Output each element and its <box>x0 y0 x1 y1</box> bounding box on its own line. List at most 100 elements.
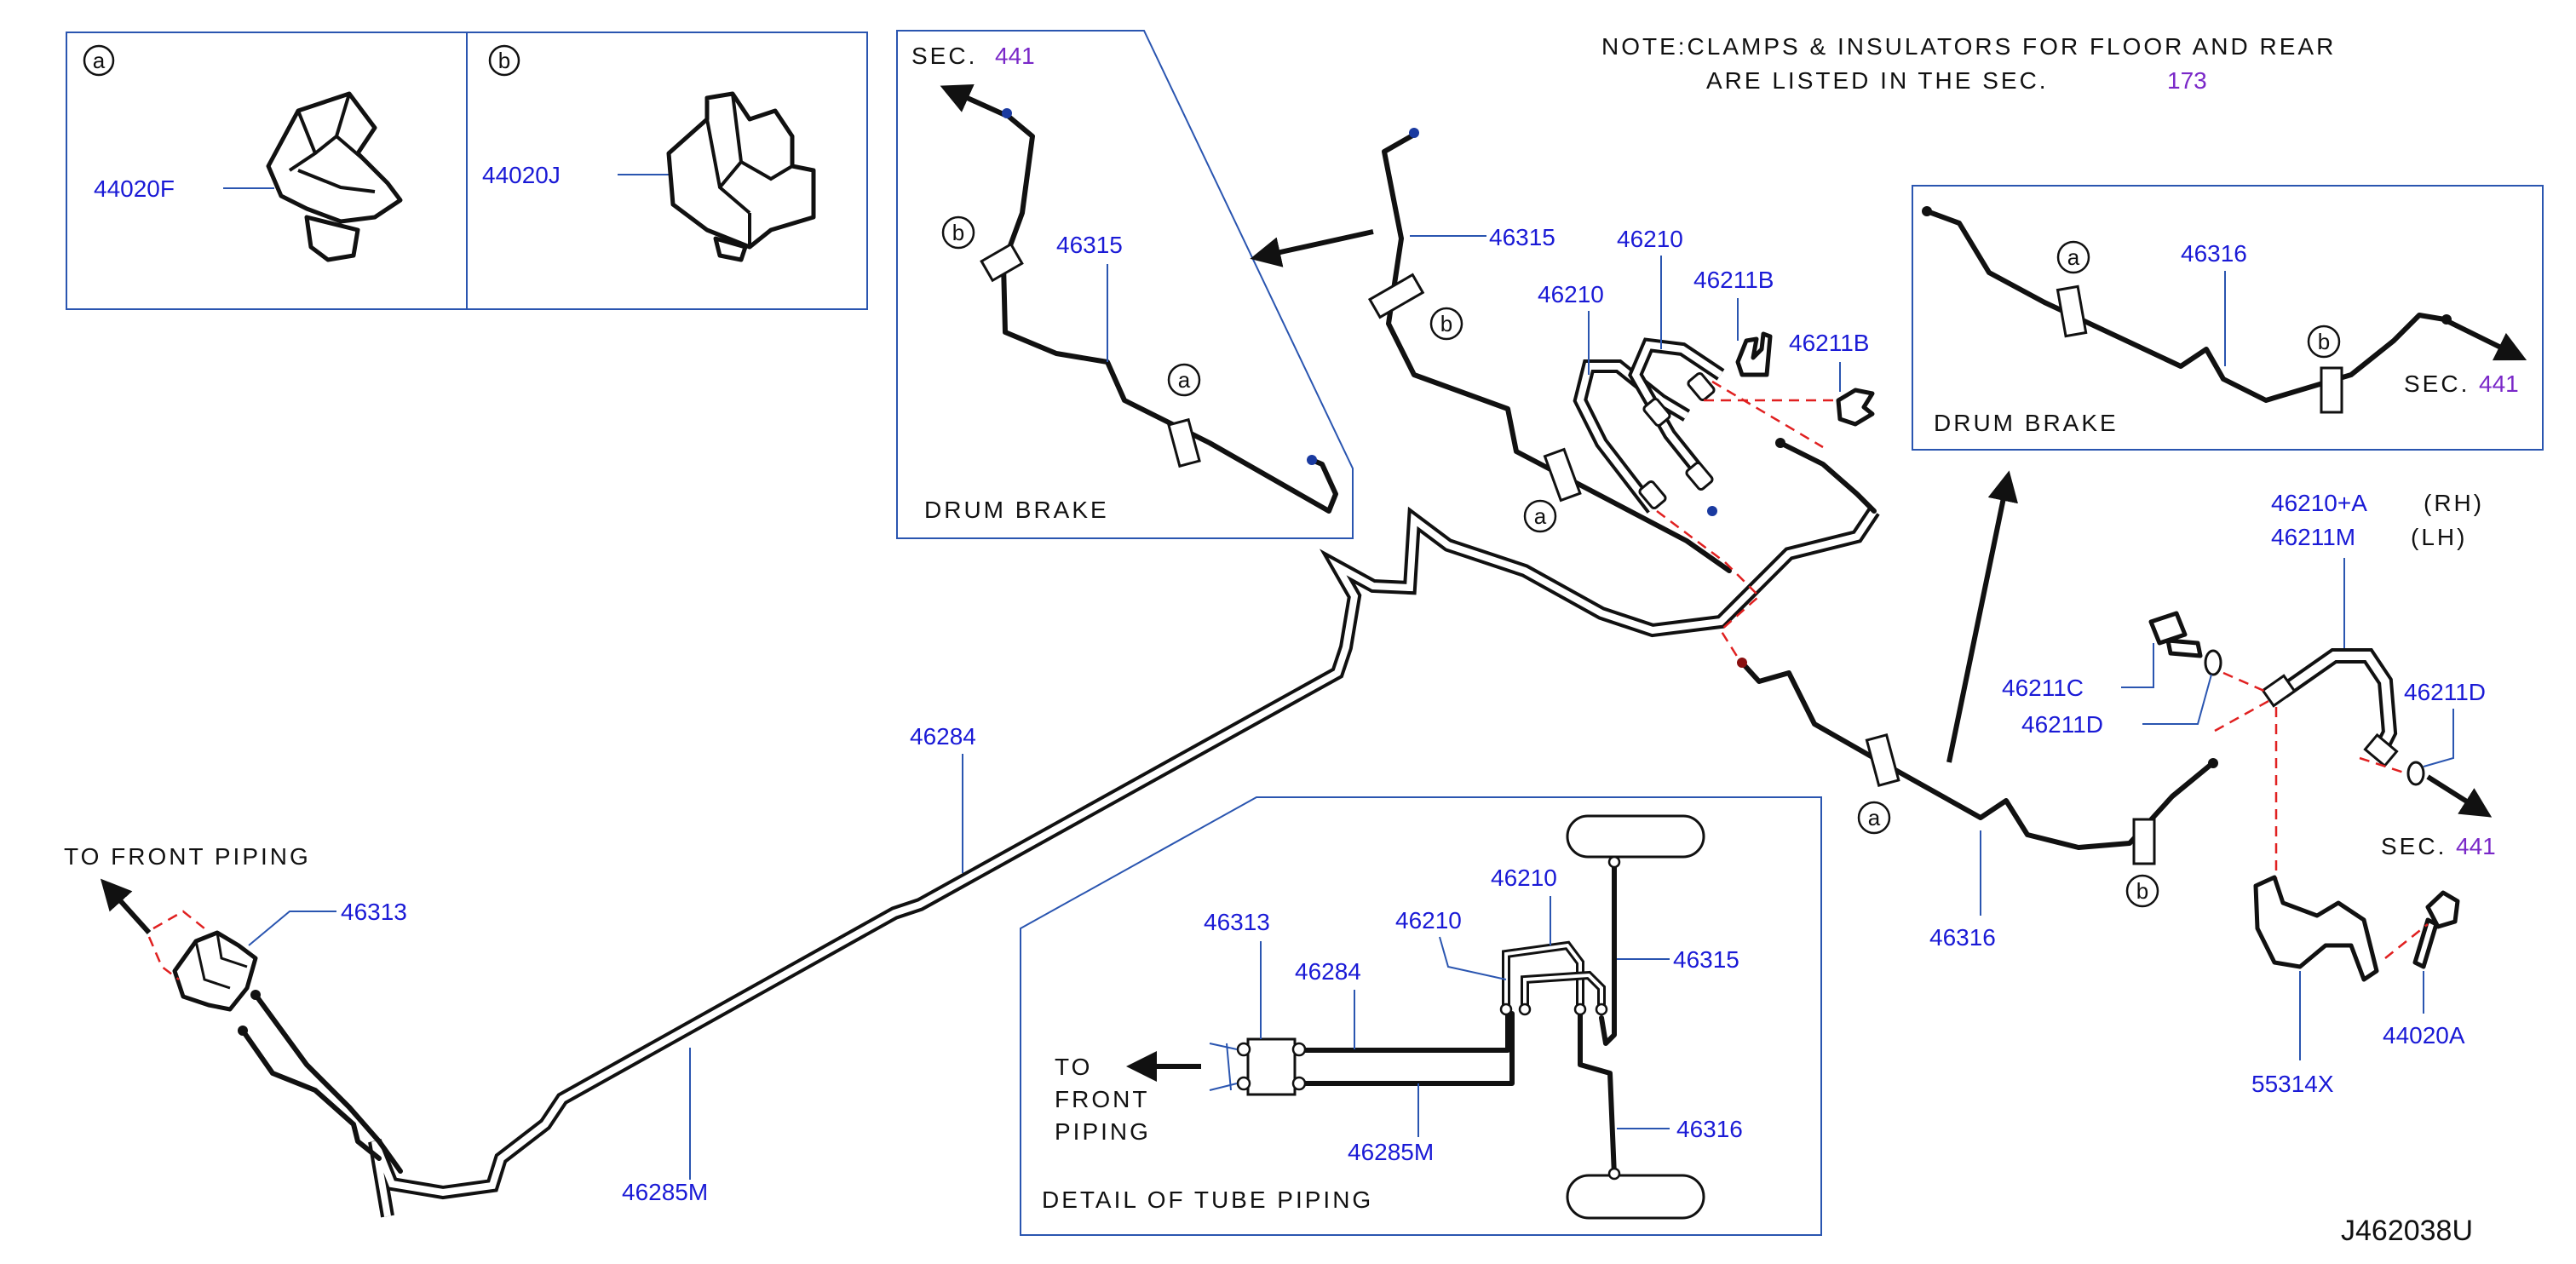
part-46211C: 46211C <box>2002 675 2084 701</box>
part-46211D-left: 46211D <box>2021 711 2103 738</box>
bolt-46211C <box>2148 611 2188 646</box>
center-part-46210-b: 46210 <box>1617 226 1683 252</box>
wheel-drum-bottom <box>1566 1174 1705 1220</box>
detail-part-46284: 46284 <box>1295 958 1361 985</box>
hose-fitting <box>1685 461 1714 491</box>
right-drum-box-frame <box>1912 185 2544 451</box>
part-46313: 46313 <box>341 899 407 925</box>
washer-46211D-right <box>2406 761 2425 786</box>
red-dashed-line <box>2222 671 2267 693</box>
fitting-dot <box>1518 1003 1532 1016</box>
clip-b-on-tube <box>2320 366 2343 414</box>
clip-a-marker: a <box>93 48 106 73</box>
detail-part-46315: 46315 <box>1673 946 1739 973</box>
part-46211D-right: 46211D <box>2404 679 2486 705</box>
hose-fitting <box>1638 480 1667 510</box>
detail-part-46313: 46313 <box>1204 909 1270 935</box>
part-44020J-label: 44020J <box>482 162 561 188</box>
left-drum-tube <box>1001 112 1338 514</box>
fitting-dot <box>1595 1003 1608 1016</box>
tube-b <box>240 1028 382 1161</box>
leader <box>1439 936 1507 980</box>
wheel-drum-top <box>1566 814 1705 859</box>
left-drum-part-46315: 46315 <box>1056 232 1123 258</box>
left-drum-sec-number: 441 <box>995 43 1035 69</box>
connector-46313 <box>172 930 258 1012</box>
fitting-dot <box>1499 1003 1513 1016</box>
red-dashed-line <box>2384 923 2429 959</box>
fitting-dot <box>1291 1042 1307 1057</box>
detail-part-46210-b: 46210 <box>1491 865 1557 891</box>
hose-fitting <box>1642 397 1671 428</box>
tube-end-dot <box>1737 658 1747 668</box>
tube-end-dot <box>1707 506 1717 516</box>
center-part-46211B-a: 46211B <box>1693 267 1774 293</box>
detail-connector-lines <box>1209 1043 1238 1091</box>
part-46285M: 46285M <box>622 1179 708 1205</box>
leader <box>2423 709 2454 767</box>
pointer-arrow-right-box <box>1946 470 2018 763</box>
leader <box>248 911 336 946</box>
front-connector-section: TO FRONT PIPING 46313 46284 46285M <box>64 723 976 1205</box>
fitting-dot <box>1607 1167 1621 1181</box>
marker-circle-a <box>1523 499 1557 533</box>
right-drum-caption: DRUM BRAKE <box>1934 410 2119 436</box>
clip-b-marker: b <box>498 48 510 73</box>
part-46284: 46284 <box>910 723 976 750</box>
sec-441-arrow <box>2426 774 2493 818</box>
clip-a-on-tube <box>2056 284 2088 338</box>
clip-46211B-a <box>1735 331 1773 377</box>
detail-part-46316: 46316 <box>1676 1116 1743 1142</box>
hose-fitting <box>2261 674 2297 708</box>
label-rh: (RH) <box>2424 490 2484 516</box>
left-drum-marker-a: a <box>1178 367 1191 393</box>
note-block: NOTE:CLAMPS & INSULATORS FOR FLOOR AND R… <box>1601 33 2333 94</box>
tube-46315 <box>1382 132 1732 573</box>
right-drum-marker-b: b <box>2318 329 2330 354</box>
clip-callout-box: a b 44020F 44020J <box>66 32 868 310</box>
marker-circle-a <box>1167 363 1201 397</box>
fitting-dot <box>1291 1076 1307 1091</box>
pointer-arrow-left-box <box>1250 229 1374 267</box>
clip-a-on-tube <box>1167 417 1201 468</box>
right-drum-sec-arrow <box>2447 319 2527 361</box>
detail-caption: DETAIL OF TUBE PIPING <box>1042 1186 1373 1213</box>
tube-end-dot <box>1409 128 1419 138</box>
fitting-dot <box>1607 855 1621 869</box>
detail-piping-label: PIPING <box>1055 1118 1151 1145</box>
detail-part-46210-a: 46210 <box>1395 907 1462 934</box>
rear-marker-b: b <box>2136 878 2148 904</box>
tube-end-dot <box>238 1026 248 1036</box>
red-dashed-line <box>152 910 205 930</box>
hose-fitting <box>2363 733 2399 768</box>
bolt-44020A-shank <box>2412 917 2439 969</box>
rear-marker-a: a <box>1868 805 1881 830</box>
note-line-2: ARE LISTED IN THE SEC. <box>1706 67 2049 94</box>
tube-junction <box>1778 440 1877 514</box>
rear-tube-46316: a b 46316 <box>1737 658 2218 951</box>
tube-end-dot <box>2208 758 2218 768</box>
part-44020F-label: 44020F <box>94 175 175 202</box>
tube-end-dot <box>250 990 261 1000</box>
clip-a-on-tube <box>1865 733 1900 787</box>
fitting-dot <box>1236 1076 1251 1091</box>
left-drum-caption: DRUM BRAKE <box>924 497 1109 523</box>
to-front-arrow <box>100 878 152 935</box>
part-44020A: 44020A <box>2383 1022 2465 1049</box>
marker-circle-a <box>1857 801 1891 835</box>
marker-circle-a <box>83 44 115 77</box>
note-sec-number: 173 <box>2167 67 2207 94</box>
leader <box>2121 643 2154 688</box>
tube-a <box>253 992 403 1174</box>
detail-connector-46313 <box>1246 1037 1297 1096</box>
red-dashed-line <box>1711 380 1824 449</box>
tube-end-dot <box>1922 206 1932 216</box>
leader <box>2142 674 2212 725</box>
right-hose-assembly: 46210+A (RH) 46211M (LH) 46211C 46211D 4… <box>2002 490 2496 1097</box>
clip-b-on-tube <box>1367 273 1425 319</box>
center-part-46211B-b: 46211B <box>1789 330 1869 356</box>
detail-to-label: TO <box>1055 1054 1092 1080</box>
center-part-46315: 46315 <box>1489 224 1555 250</box>
detail-part-46285M: 46285M <box>1348 1139 1434 1165</box>
detail-tube-46285M <box>1297 1011 1515 1086</box>
